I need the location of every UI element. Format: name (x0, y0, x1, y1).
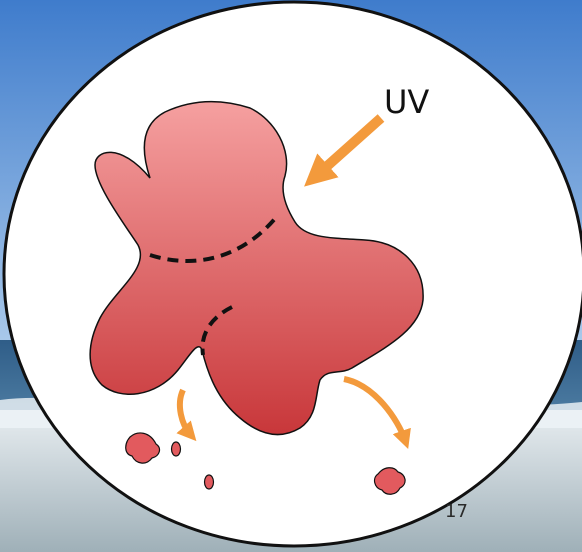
protein-fragment-small-2 (205, 475, 214, 489)
protein-fragment-small-1 (172, 442, 181, 456)
page-number: 17 (445, 501, 468, 522)
uv-label: UV (384, 83, 429, 121)
